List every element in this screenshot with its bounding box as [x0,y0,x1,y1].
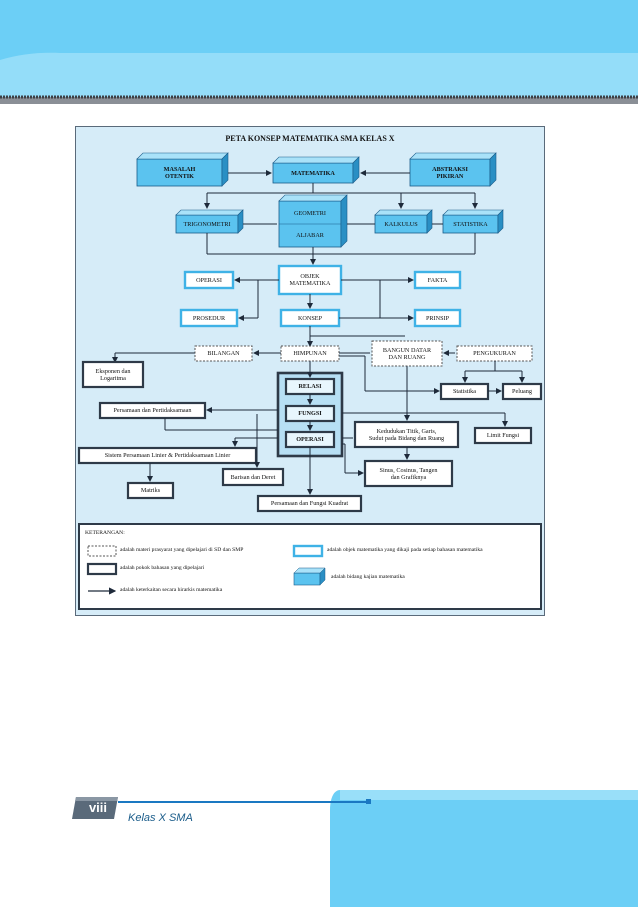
label-pengukuran: PENGUKURAN [473,350,516,357]
legend-light-swatch [292,544,324,558]
legend-thick-swatch [86,562,118,576]
label-bangun: BANGUN DATAR DAN RUANG [382,346,432,361]
footer-rule-end [366,799,371,804]
label-abstraksi: ABSTRAKSI PIKIRAN [432,165,468,180]
label-objek: OBJEK MATEMATIKA [289,273,331,287]
box-peluang [501,382,543,401]
box-limit [473,426,533,445]
label-fakta: FAKTA [427,276,448,284]
box-spl [77,446,258,465]
box-prinsip [413,308,462,328]
box-barisan [221,467,285,487]
label-kalkulus: KALKULUS [384,220,418,228]
header-band [0,0,638,104]
legend-arrow-text: adalah keterkaitan secara hirarkis matem… [120,587,223,593]
legend-light-text: adalah objek matematika yang dikaji pada… [327,547,483,553]
legend-cube-swatch [293,567,326,586]
box-bangun [371,340,443,367]
box-fakta [413,270,462,290]
label-spl: Sistem Persamaan Linier & Pertidaksamaan… [104,452,231,459]
legend-dashed-swatch [87,545,117,557]
box-matriks [126,481,175,500]
label-aljabar: ALJABAR [296,231,324,239]
label-matematika: MATEMATIKA [291,169,335,177]
label-statistika-field: STATISTIKA [453,220,488,228]
cube-masalah [136,152,229,187]
label-matriks: Matriks [140,487,161,494]
label-kedudukan: Kedudukan Titik, Garis, Sudut pada Bidan… [368,427,445,442]
legend-cube-text: adalah bidang kajian matematika [331,574,405,580]
label-masalah: MASALAH OTENTIK [163,165,196,180]
box-prosedur [179,308,239,328]
footer-rule [118,801,368,803]
box-sinus [363,459,454,488]
label-fungsi: FUNGSI [298,410,322,417]
label-prosedur: PROSEDUR [192,314,226,322]
legend-heading: KETERANGAN: [85,530,125,536]
cube-abstraksi [409,152,497,187]
label-geometri: GEOMETRI [294,209,326,217]
book-title: Kelas X SMA [128,812,193,824]
concept-map-svg [75,126,545,616]
diagram-title: PETA KONSEP MATEMATIKA SMA KELAS X [225,133,395,143]
page-number-badge [72,797,118,819]
label-operasi-core: OPERASI [296,436,324,443]
label-eksponen: Eksponen dan Logaritma [95,367,131,382]
label-relasi: RELASI [298,383,322,390]
legend-box [78,523,542,610]
label-persamaan: Persamaan dan Pertidaksamaan [113,407,192,414]
footer-band [330,790,638,907]
label-sinus: Sinus, Cosinus, Tangen dan Grafiknya [379,466,438,481]
label-statistika-topic: Statistika [452,388,477,395]
cube-trigonometri [175,209,244,234]
label-prinsip: PRINSIP [425,314,450,322]
label-barisan: Barisan dan Deret [230,473,276,481]
label-himpunan: HIMPUNAN [293,350,327,357]
label-trigonometri: TRIGONOMETRI [183,220,231,228]
cube-statistika [442,209,504,234]
box-eksponen [81,360,145,389]
label-kuadrat: Persamaan dan Fungsi Kuadrat [270,500,349,507]
label-konsep: KONSEP [297,314,323,322]
page-number: viii [88,800,108,815]
box-kuadrat [256,494,363,513]
label-bilangan: BILANGAN [207,350,240,357]
label-operasi-obj: OPERASI [196,276,222,284]
label-limit: Limit Fungsi [486,432,520,439]
cube-geometri-aljabar [278,194,348,248]
label-peluang: Peluang [512,388,532,395]
box-operasi-obj [183,270,235,290]
legend-dashed-text: adalah materi prasyarat yang dipelajari … [120,547,244,553]
legend-thick-text: adalah pokok bahasan yang dipelajari [120,565,205,571]
box-persamaan [98,401,207,420]
cube-kalkulus [374,209,433,234]
concept-map: PETA KONSEP MATEMATIKA SMA KELAS X MASAL… [75,126,545,616]
box-objek [277,264,343,296]
